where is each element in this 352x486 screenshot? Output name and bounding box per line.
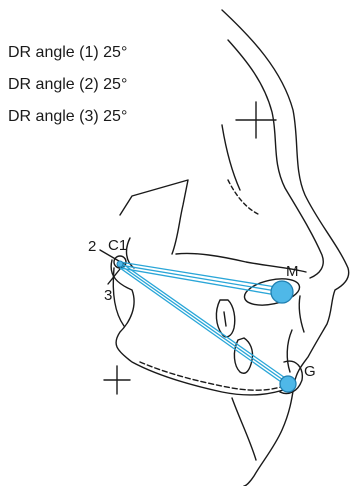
vector-c1-g-3	[120, 268, 284, 384]
label-m: M	[286, 263, 299, 280]
ramus-posterior	[113, 268, 124, 326]
label-c1: C1	[108, 237, 127, 254]
upper-molar-root	[224, 312, 226, 326]
label-g: G	[304, 363, 316, 380]
facial-profile	[222, 10, 349, 486]
cranial-base	[120, 180, 188, 254]
label-line-2: 2	[88, 238, 96, 255]
neck-outline	[232, 398, 256, 460]
skull-outline	[100, 10, 349, 486]
vector-c1-m-1	[120, 262, 282, 288]
bone-profile	[228, 40, 323, 278]
lower-incisor	[287, 330, 292, 372]
force-vectors	[120, 262, 288, 384]
lower-cross	[104, 366, 130, 394]
condyle-marker	[117, 261, 123, 267]
orbit-line	[222, 125, 240, 190]
label-line-3: 3	[104, 287, 112, 304]
upper-incisor	[299, 296, 304, 332]
mandible-cortex	[140, 362, 284, 390]
masseter-marker	[271, 281, 293, 303]
gonial-marker	[280, 376, 296, 392]
orbit-dashed	[228, 180, 258, 214]
vector-c1-g-1	[120, 262, 288, 380]
